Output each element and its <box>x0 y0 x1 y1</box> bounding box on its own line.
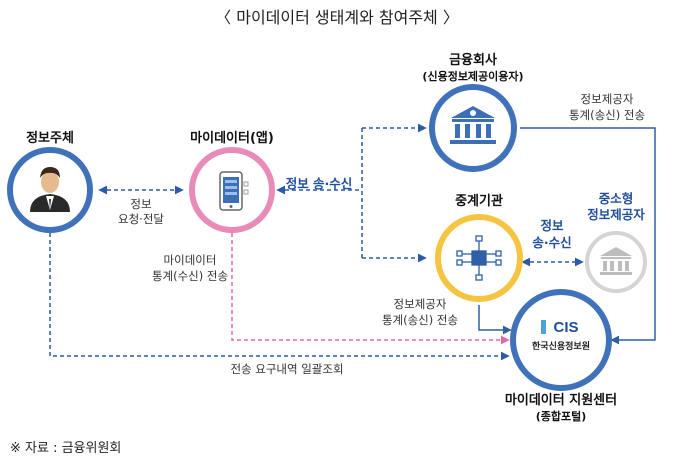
smartphone-icon <box>219 171 249 211</box>
center-sublabel: (종합포털) <box>535 410 587 423</box>
bank-icon-small <box>600 247 632 275</box>
edge-broker-center-label-2: 통계(송신) 전송 <box>381 313 459 327</box>
node-finance <box>429 84 517 172</box>
finance-label: 금융회사 <box>449 53 497 68</box>
network-hub-icon <box>456 235 502 281</box>
edge-subject-app-label-2: 요청·전달 <box>118 212 164 226</box>
cis-logo <box>539 316 583 338</box>
node-sme <box>585 231 647 293</box>
node-app <box>189 147 275 233</box>
person-icon <box>30 167 70 212</box>
edge-broker-center <box>478 305 512 335</box>
broker-label: 중계기관 <box>455 194 503 209</box>
edge-broker-sme-label-1: 정보 <box>540 218 564 233</box>
app-label: 마이데이터(앱) <box>190 131 274 146</box>
edge-subject-center <box>49 233 510 361</box>
bank-icon <box>450 106 496 144</box>
sme-label-line2: 정보제공자 <box>587 207 645 222</box>
connectors <box>49 123 656 361</box>
edge-finance-center-label-2: 통계(송신) 전송 <box>568 108 646 122</box>
center-label: 마이데이터 지원센터 <box>504 393 618 408</box>
center-logo-text: CIS <box>553 319 579 336</box>
node-center <box>510 289 612 391</box>
edge-app-finance-label: 정보 송·수신 <box>285 176 353 191</box>
edge-app-center <box>231 233 510 345</box>
edge-app-center-label-1: 마이데이터 <box>163 253 217 267</box>
edge-app-center-label-2: 통계(수신) 전송 <box>151 269 229 283</box>
edge-broker-center-label-1: 정보제공자 <box>393 297 447 311</box>
subject-label: 정보주체 <box>26 131 74 146</box>
edge-finance-center <box>520 127 656 345</box>
source-note: ※ 자료 : 금융위원회 <box>10 441 122 456</box>
edge-subject-app-label-1: 정보 <box>130 197 152 211</box>
node-broker <box>435 214 523 302</box>
edge-broker-sme-label-2: 송·수신 <box>532 235 572 250</box>
finance-sublabel: (신용정보제공이용자) <box>422 70 524 83</box>
node-subject <box>7 147 93 233</box>
sme-label-line1: 중소형 <box>598 191 634 206</box>
diagram-title: 〈 마이데이터 생태계와 참여주체 〉 <box>215 8 459 27</box>
center-logo-caption: 한국신용정보원 <box>532 342 590 352</box>
edge-finance-center-label-1: 정보제공자 <box>580 92 634 106</box>
edge-subject-center-label: 전송 요구내역 일괄조회 <box>230 362 344 376</box>
